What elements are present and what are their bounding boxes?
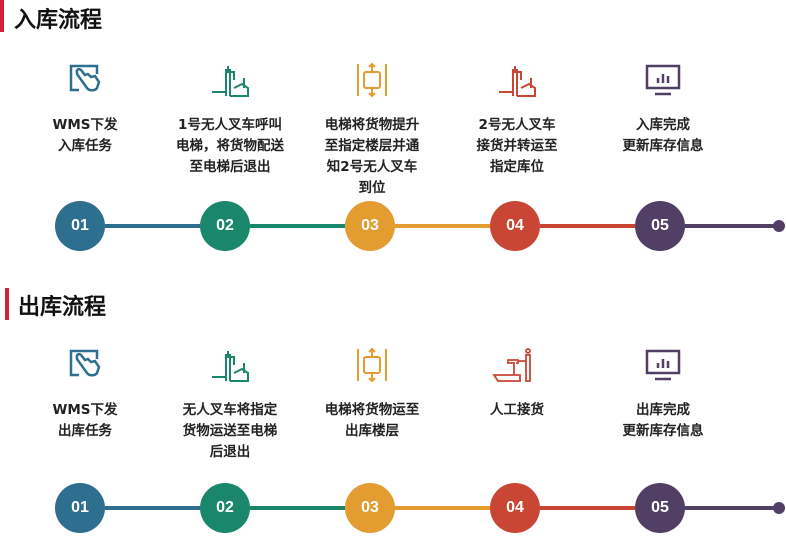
step-text-line: 出库楼层 (345, 423, 399, 439)
step-number-badge: 02 (200, 483, 250, 533)
timeline-end-dot (773, 502, 785, 514)
step-description: 入库完成更新库存信息 (593, 115, 733, 157)
step-description: 1号无人叉车呼叫电梯，将货物配送至电梯后退出 (160, 115, 300, 178)
section-marker (0, 0, 4, 32)
step-text-line: 电梯将货物运至 (324, 402, 420, 418)
step-description: 无人叉车将指定货物运送至电梯后退出 (160, 400, 300, 463)
connector-line (395, 506, 490, 510)
step-text-line: 更新库存信息 (622, 138, 704, 154)
step-text-line: 后退出 (209, 444, 251, 460)
section-marker (5, 288, 9, 320)
connector-line (540, 506, 635, 510)
elevator-icon (352, 345, 392, 385)
step-description: WMS下发入库任务 (15, 115, 155, 157)
connector-line (540, 224, 635, 228)
step-description: 出库完成更新库存信息 (593, 400, 733, 442)
connector-line (105, 506, 200, 510)
step-text-line: WMS下发 (52, 117, 118, 133)
step-text-line: 更新库存信息 (622, 423, 704, 439)
section-title: 入库流程 (14, 8, 103, 33)
connector-line (105, 224, 200, 228)
step-text-line: 货物运送至电梯 (182, 423, 278, 439)
connector-line (685, 224, 779, 228)
step-number-badge: 04 (490, 483, 540, 533)
step-text-line: 出库任务 (58, 423, 112, 439)
step-text-line: 指定库位 (490, 159, 544, 175)
step-text-line: 知2号无人叉车 (326, 159, 418, 175)
step-text-line: 至指定楼层并通 (324, 138, 420, 154)
timeline-end-dot (773, 220, 785, 232)
monitor-chart-icon (643, 345, 683, 385)
step-description: 电梯将货物提升至指定楼层并通知2号无人叉车到位 (302, 115, 442, 199)
step-number-badge: 05 (635, 483, 685, 533)
pallet-jack-worker-icon (492, 345, 542, 385)
step-number-badge: 04 (490, 201, 540, 251)
connector-line (250, 506, 345, 510)
connector-line (250, 224, 345, 228)
step-text-line: 接货并转运至 (476, 138, 558, 154)
elevator-icon (352, 60, 392, 100)
forklift-icon (497, 60, 537, 100)
step-description: 电梯将货物运至出库楼层 (302, 400, 442, 442)
step-text-line: 到位 (358, 180, 386, 196)
step-number-badge: 05 (635, 201, 685, 251)
touch-hand-icon (65, 60, 105, 100)
forklift-icon (210, 60, 250, 100)
step-text-line: 2号无人叉车 (478, 117, 556, 133)
step-description: WMS下发出库任务 (15, 400, 155, 442)
step-text-line: 至电梯后退出 (189, 159, 271, 175)
connector-line (685, 506, 779, 510)
step-text-line: 1号无人叉车呼叫 (178, 117, 282, 133)
step-description: 2号无人叉车接货并转运至指定库位 (447, 115, 587, 178)
step-text-line: 电梯，将货物配送 (176, 138, 284, 154)
step-text-line: 人工接货 (490, 402, 544, 418)
forklift-icon (210, 345, 250, 385)
step-text-line: 电梯将货物提升 (324, 117, 420, 133)
step-number-badge: 01 (55, 483, 105, 533)
step-description: 人工接货 (447, 400, 587, 421)
step-text-line: 入库任务 (58, 138, 112, 154)
monitor-chart-icon (643, 60, 683, 100)
step-text-line: 入库完成 (636, 117, 690, 133)
step-number-badge: 03 (345, 483, 395, 533)
step-text-line: 出库完成 (636, 402, 690, 418)
connector-line (395, 224, 490, 228)
step-number-badge: 02 (200, 201, 250, 251)
touch-hand-icon (65, 345, 105, 385)
step-number-badge: 01 (55, 201, 105, 251)
step-text-line: WMS下发 (52, 402, 118, 418)
section-title: 出库流程 (18, 295, 107, 320)
step-number-badge: 03 (345, 201, 395, 251)
step-text-line: 无人叉车将指定 (182, 402, 278, 418)
